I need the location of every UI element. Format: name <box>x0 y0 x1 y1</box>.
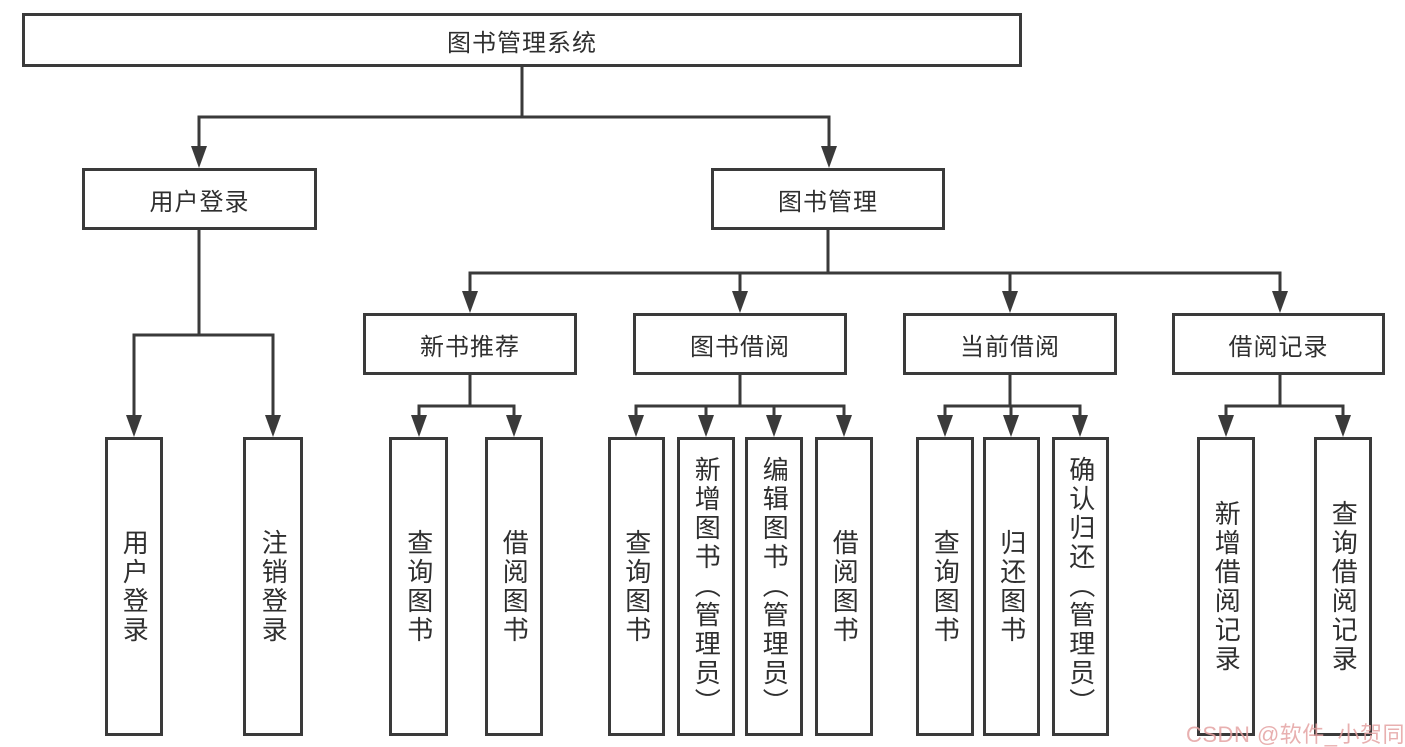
leaf-borrow-books-borrowing-label: 借阅图书 <box>829 528 860 645</box>
leaf-query-books-current: 查询图书 <box>916 437 974 736</box>
node-book-management-label: 图书管理 <box>778 188 878 216</box>
leaf-add-borrow-record-label: 新增借阅记录 <box>1211 499 1242 674</box>
node-user-login: 用户登录 <box>82 168 317 230</box>
node-book-borrowing-label: 图书借阅 <box>690 333 790 361</box>
leaf-query-books-current-label: 查询图书 <box>930 528 961 645</box>
leaf-query-books-recommend: 查询图书 <box>389 437 448 736</box>
leaf-borrow-books-borrowing: 借阅图书 <box>815 437 873 736</box>
leaf-query-borrow-record-label: 查询借阅记录 <box>1328 499 1359 674</box>
node-book-borrowing: 图书借阅 <box>633 313 847 375</box>
leaf-query-books-borrowing: 查询图书 <box>608 437 665 736</box>
leaf-add-book-admin-label: 新增图书（管理员） <box>691 456 722 717</box>
leaf-logout-label: 注销登录 <box>258 528 289 645</box>
leaf-return-book: 归还图书 <box>983 437 1040 736</box>
leaf-query-books-borrowing-label: 查询图书 <box>621 528 652 645</box>
leaf-add-borrow-record: 新增借阅记录 <box>1197 437 1255 736</box>
leaf-logout: 注销登录 <box>243 437 303 736</box>
csdn-watermark: CSDN @软件_小贺同学 <box>1186 722 1405 747</box>
leaf-query-books-recommend-label: 查询图书 <box>403 528 434 645</box>
node-borrowing-records: 借阅记录 <box>1172 313 1385 375</box>
node-user-login-label: 用户登录 <box>149 188 250 216</box>
node-borrowing-records-label: 借阅记录 <box>1228 333 1329 361</box>
leaf-user-login-label: 用户登录 <box>119 528 150 645</box>
node-new-book-recommendation-label: 新书推荐 <box>420 333 520 361</box>
node-root-label: 图书管理系统 <box>447 29 597 57</box>
node-current-borrowing-label: 当前借阅 <box>960 333 1060 361</box>
leaf-edit-book-admin-label: 编辑图书（管理员） <box>759 456 790 717</box>
node-new-book-recommendation: 新书推荐 <box>363 313 577 375</box>
node-book-management: 图书管理 <box>711 168 945 230</box>
leaf-user-login: 用户登录 <box>105 437 163 736</box>
leaf-query-borrow-record: 查询借阅记录 <box>1314 437 1372 736</box>
leaf-add-book-admin: 新增图书（管理员） <box>677 437 735 736</box>
leaf-confirm-return-admin: 确认归还（管理员） <box>1052 437 1109 736</box>
leaf-return-book-label: 归还图书 <box>996 528 1027 645</box>
leaf-confirm-return-admin-label: 确认归还（管理员） <box>1065 456 1096 717</box>
leaf-borrow-books-recommend-label: 借阅图书 <box>499 528 530 645</box>
leaf-borrow-books-recommend: 借阅图书 <box>485 437 543 736</box>
node-current-borrowing: 当前借阅 <box>903 313 1117 375</box>
leaf-edit-book-admin: 编辑图书（管理员） <box>745 437 803 736</box>
node-root: 图书管理系统 <box>22 13 1022 67</box>
